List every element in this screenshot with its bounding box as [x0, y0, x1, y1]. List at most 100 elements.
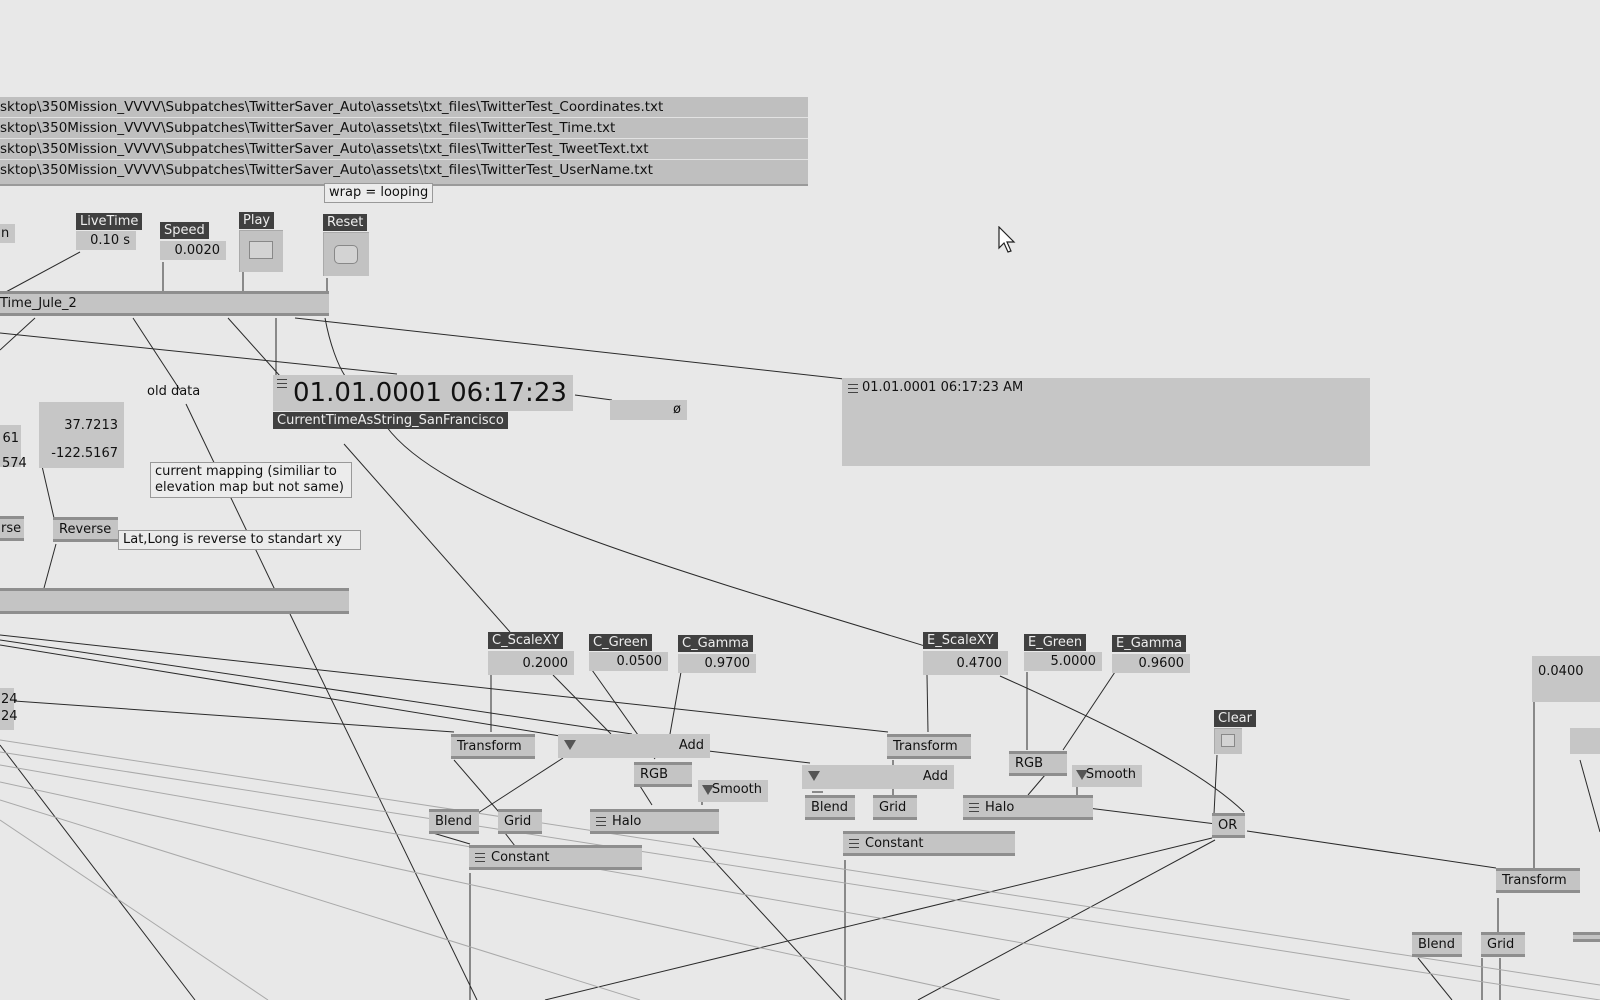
menu-icon [475, 853, 485, 862]
null-value-box[interactable]: ø [610, 400, 687, 420]
latlong-comment: Lat,Long is reverse to standart xy [118, 530, 361, 550]
current-time-label: CurrentTimeAsString_SanFrancisco [273, 412, 508, 429]
menu-icon [596, 817, 606, 826]
mapping-comment-line2: elevation map but not same) [155, 480, 344, 495]
halo-node-partial[interactable] [1573, 932, 1600, 942]
reverse-node-partial[interactable]: rse [0, 516, 24, 541]
c-green-label: C_Green [589, 634, 652, 651]
speed-value[interactable]: 0.0020 [160, 241, 226, 260]
e-scalexy-value[interactable]: 0.4700 [923, 651, 1008, 675]
menu-icon [277, 379, 287, 388]
add-node-label: Add [922, 769, 948, 784]
play-label: Play [239, 212, 275, 229]
clear-toggle-square [1221, 734, 1235, 747]
c-scalexy-value[interactable]: 0.2000 [488, 651, 574, 675]
play-toggle[interactable] [239, 230, 283, 272]
c-gamma-value[interactable]: 0.9700 [678, 654, 756, 673]
right-edge-value[interactable]: 0.0400 [1532, 656, 1600, 702]
e-gamma-value[interactable]: 0.9600 [1112, 654, 1190, 673]
c-gamma-label: C_Gamma [678, 635, 753, 652]
speed-label: Speed [160, 222, 209, 239]
smooth-node-label: Smooth [1085, 767, 1136, 782]
halo-node[interactable]: Halo [963, 795, 1093, 820]
file-path: sktop\350Mission_VVVV\Subpatches\Twitter… [0, 120, 616, 136]
left-edge-node[interactable]: n [0, 224, 15, 243]
e-green-value[interactable]: 5.0000 [1024, 652, 1102, 671]
rgb-node[interactable]: RGB [1009, 751, 1067, 776]
menu-icon [848, 384, 858, 393]
reset-bang[interactable] [323, 232, 369, 276]
left-value-61: 61 [2, 431, 19, 446]
clear-toggle[interactable] [1214, 728, 1242, 754]
transform-node[interactable]: Transform [887, 734, 971, 759]
file-path: sktop\350Mission_VVVV\Subpatches\Twitter… [0, 99, 664, 115]
bus-node[interactable] [0, 588, 349, 614]
smooth-node[interactable]: Smooth [1072, 765, 1142, 787]
c-scalexy-label: C_ScaleXY [488, 632, 564, 649]
file-path-row[interactable]: sktop\350Mission_VVVV\Subpatches\Twitter… [0, 139, 808, 160]
left-edge-values[interactable]: 61 574 [0, 425, 27, 471]
mapping-comment: current mapping (similiar to elevation m… [150, 462, 352, 498]
left-value-24: 24 [1, 692, 18, 707]
add-node-label: Add [678, 738, 704, 753]
file-path-row[interactable]: sktop\350Mission_VVVV\Subpatches\Twitter… [0, 160, 808, 186]
livetime-value[interactable]: 0.10 s [76, 231, 136, 250]
current-time-display[interactable]: 01.01.0001 06:17:23 [273, 375, 573, 411]
grid-node[interactable]: Grid [498, 809, 542, 834]
old-data-comment: old data [147, 384, 201, 399]
reset-bang-button [334, 245, 358, 264]
reverse-node[interactable]: Reverse [53, 517, 118, 542]
left-edge-values[interactable]: 24 24 [0, 688, 18, 730]
wrap-comment: wrap = looping [324, 183, 434, 203]
transform-node[interactable]: Transform [451, 734, 535, 759]
blend-node[interactable]: Blend [805, 795, 855, 820]
mouse-cursor-icon [998, 226, 1016, 253]
dropdown-arrow-icon [702, 785, 714, 795]
dropdown-arrow-icon [808, 771, 820, 781]
e-gamma-label: E_Gamma [1112, 635, 1187, 652]
livetime-label: LiveTime [76, 213, 143, 230]
smooth-node-label: Smooth [711, 782, 762, 797]
add-node[interactable]: Add [558, 734, 710, 758]
time-string-output[interactable]: 01.01.0001 06:17:23 AM [842, 378, 1370, 466]
rgb-node[interactable]: RGB [634, 762, 692, 787]
dropdown-arrow-icon [564, 740, 576, 750]
play-toggle-square [249, 241, 273, 259]
c-green-value[interactable]: 0.0500 [589, 652, 668, 671]
left-value-24: 24 [1, 709, 18, 724]
e-green-label: E_Green [1024, 634, 1087, 651]
latitude-value: 37.7213 [64, 418, 118, 433]
clear-label: Clear [1214, 710, 1256, 727]
time-node-label: Time_Jule_2 [0, 296, 77, 311]
halo-node-label: Halo [985, 800, 1015, 815]
longitude-value: -122.5167 [51, 446, 118, 461]
constant-node[interactable]: Constant [469, 845, 642, 870]
file-path: sktop\350Mission_VVVV\Subpatches\Twitter… [0, 141, 649, 157]
constant-node[interactable]: Constant [843, 831, 1015, 856]
time-node[interactable]: Time_Jule_2 [0, 291, 329, 316]
dropdown-arrow-icon [1076, 770, 1088, 780]
left-value-574: 574 [2, 456, 27, 471]
blend-node[interactable]: Blend [429, 809, 479, 834]
reset-label: Reset [323, 214, 368, 231]
file-path-row[interactable]: sktop\350Mission_VVVV\Subpatches\Twitter… [0, 97, 808, 118]
menu-icon [849, 839, 859, 848]
current-time-text: 01.01.0001 06:17:23 [293, 378, 567, 408]
grid-node[interactable]: Grid [1481, 932, 1525, 957]
add-node[interactable]: Add [802, 765, 954, 789]
right-edge-node-partial[interactable] [1570, 728, 1600, 754]
smooth-node[interactable]: Smooth [698, 780, 768, 802]
transform-node[interactable]: Transform [1496, 868, 1580, 893]
coordinates-value-box[interactable]: 37.7213 -122.5167 [39, 402, 124, 468]
constant-node-label: Constant [865, 836, 924, 851]
e-scalexy-label: E_ScaleXY [923, 632, 998, 649]
halo-node-label: Halo [612, 814, 642, 829]
menu-icon [969, 803, 979, 812]
halo-node[interactable]: Halo [590, 809, 719, 834]
mapping-comment-line1: current mapping (similiar to [155, 464, 337, 479]
blend-node[interactable]: Blend [1412, 932, 1462, 957]
grid-node[interactable]: Grid [873, 795, 917, 820]
file-path-row[interactable]: sktop\350Mission_VVVV\Subpatches\Twitter… [0, 118, 808, 139]
or-node[interactable]: OR [1212, 813, 1245, 838]
